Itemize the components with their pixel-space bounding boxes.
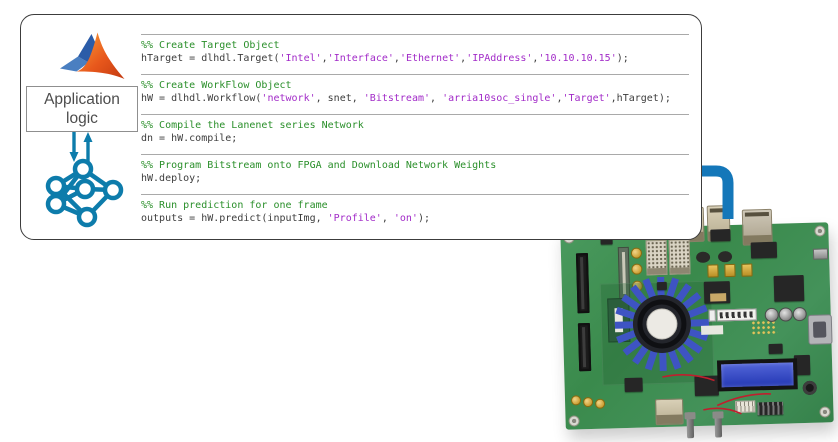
code-line: dn = hW.compile; [141, 133, 238, 144]
code-line: outputs = hW.predict(inputImg, 'Profile'… [141, 213, 431, 224]
code-line: hW.deploy; [141, 173, 202, 184]
code-comment: %% Compile the Lanenet series Network [141, 120, 364, 131]
code-section: %% Create Target Object hTarget = dlhdl.T… [141, 34, 689, 65]
application-logic-label-line2: logic [66, 110, 98, 127]
code-section: %% Compile the Lanenet series Network dn … [141, 114, 689, 145]
code-comment: %% Program Bitstream onto FPGA and Downl… [141, 160, 497, 171]
code-section: %% Run prediction for one frame outputs =… [141, 194, 689, 225]
red-wires [662, 373, 771, 415]
code-comment: %% Run prediction for one frame [141, 200, 328, 211]
code-comment: %% Create WorkFlow Object [141, 80, 292, 91]
matlab-logo [60, 32, 125, 79]
code-line: hW = dlhdl.Workflow('network', snet, 'Bi… [141, 93, 671, 104]
application-logic-label-line1: Application [44, 91, 120, 108]
code-section: %% Program Bitstream onto FPGA and Downl… [141, 154, 689, 185]
code-area: %% Create Target Object hTarget = dlhdl.T… [141, 34, 689, 234]
fpga-development-board [560, 205, 834, 439]
heatsink-fan [614, 276, 710, 372]
code-section: %% Create WorkFlow Object hW = dlhdl.Work… [141, 74, 689, 105]
neural-network-icon [45, 158, 124, 228]
application-logic-box: Application logic [26, 86, 138, 132]
bidirectional-arrows-icon [69, 132, 93, 162]
code-panel: Application logic %% Create T [20, 14, 702, 240]
code-comment: %% Create Target Object [141, 40, 280, 51]
code-line: hTarget = dlhdl.Target('Intel','Interfac… [141, 53, 629, 64]
